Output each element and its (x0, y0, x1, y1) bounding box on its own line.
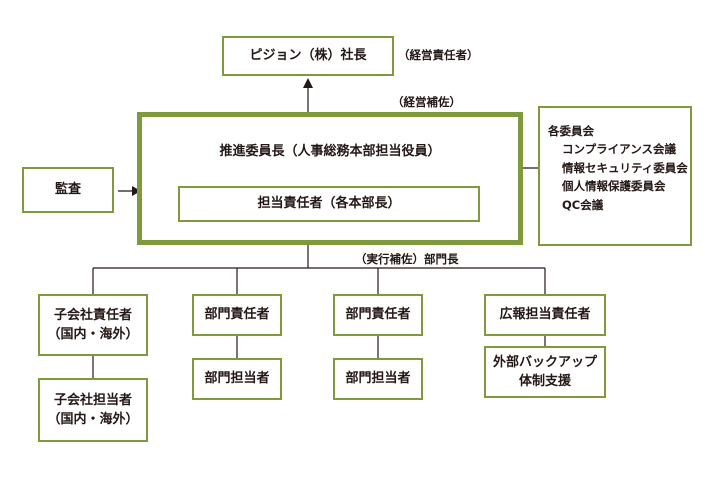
dept-head-label-2: 部門責任者 (345, 307, 411, 323)
assist-note: （経営補佐） (392, 95, 461, 109)
external-sublabel: 体制支援 (518, 374, 571, 389)
committees-title: 各委員会 (548, 124, 594, 138)
arrowhead-president (303, 78, 313, 88)
dept-head-box-1: 部門責任者 (192, 294, 282, 336)
dept-staff-label-1: 部門担当者 (204, 371, 270, 387)
officer-box: 担当責任者（各本部長） (178, 186, 480, 222)
pr-head-box: 広報担当責任者 (484, 294, 606, 336)
dept-staff-label-2: 部門担当者 (345, 371, 411, 387)
promoter-box: 推進委員長（人事総務本部担当役員） (137, 112, 523, 245)
subsidiary-staff-label: 子会社担当者 (53, 392, 132, 408)
committee-item: コンプライアンス会議 (562, 142, 676, 157)
dept-head-label-1: 部門責任者 (204, 307, 270, 323)
dept-head-box-2: 部門責任者 (333, 294, 423, 336)
president-box: ピジョン（株）社長 (222, 36, 394, 76)
audit-box: 監査 (22, 167, 114, 213)
audit-label: 監査 (54, 182, 81, 198)
president-note: （経営責任者） (398, 48, 479, 62)
subsidiary-staff-box: 子会社担当者 （国内・海外） (38, 378, 148, 442)
pr-head-label: 広報担当責任者 (499, 307, 591, 323)
committees-box: 各委員会 コンプライアンス会議 情報セキュリティ委員会 個人情報保護委員会 QC… (538, 106, 692, 246)
subsidiary-head-box: 子会社責任者 （国内・海外） (38, 294, 148, 356)
president-label: ピジョン（株）社長 (249, 48, 367, 64)
external-label: 外部バックアップ (492, 354, 597, 370)
committee-item: QC会議 (562, 197, 604, 212)
exec-note: （実行補佐）部門長 (355, 252, 459, 266)
promoter-label: 推進委員長（人事総務本部担当役員） (219, 144, 441, 159)
arrowhead-audit (132, 186, 141, 196)
committee-item: 情報セキュリティ委員会 (562, 160, 688, 175)
dept-staff-box-1: 部門担当者 (192, 358, 282, 400)
subsidiary-staff-sublabel: （国内・海外） (47, 412, 139, 427)
external-box: 外部バックアップ 体制支援 (484, 346, 606, 398)
dept-staff-box-2: 部門担当者 (333, 358, 423, 400)
committee-item: 個人情報保護委員会 (562, 179, 666, 194)
officer-label: 担当責任者（各本部長） (257, 196, 401, 212)
subsidiary-head-sublabel: （国内・海外） (47, 327, 139, 342)
subsidiary-head-label: 子会社責任者 (53, 307, 132, 323)
